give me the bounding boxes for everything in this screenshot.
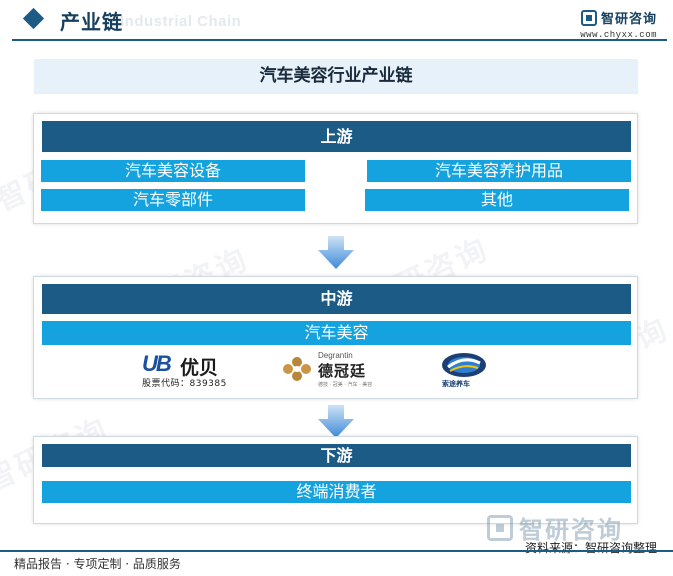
- upstream-item: 汽车美容设备: [41, 160, 305, 182]
- footer-tagline: 精品报告 · 专项定制 · 品质服务: [14, 557, 181, 571]
- diagram-title: 汽车美容行业产业链: [34, 59, 638, 94]
- footer-divider: [0, 550, 673, 552]
- header-bg-text: Industrial Chain: [120, 13, 242, 30]
- page-title: 产业链: [60, 10, 123, 34]
- page-header: Industrial Chain 产业链 智研咨询 www.chyxx.com: [0, 0, 673, 44]
- upstream-section: 上游 汽车美容设备 汽车美容养护用品 汽车零部件 其他: [33, 113, 638, 224]
- diamond-icon: [22, 7, 45, 30]
- third-company-logo: 索途养车: [434, 351, 494, 391]
- brand-block: 智研咨询 www.chyxx.com: [580, 8, 657, 40]
- degrantin-logo: Degrantin 德冠廷 德技 · 冠美 · 汽车 · 美容: [282, 351, 402, 391]
- upstream-item: 其他: [365, 189, 629, 211]
- down-arrow-icon: [318, 405, 354, 438]
- footer-brand-watermark: 智研咨询: [487, 510, 623, 545]
- brand-logo-icon: [487, 514, 513, 541]
- car-logo-icon: [442, 353, 486, 377]
- upstream-item: 汽车美容养护用品: [367, 160, 631, 182]
- brand-logo-icon: [580, 9, 597, 26]
- midstream-item: 汽车美容: [42, 321, 631, 345]
- downstream-item: 终端消费者: [42, 481, 631, 503]
- upstream-item: 汽车零部件: [41, 189, 305, 211]
- header-divider: [12, 39, 667, 41]
- company-logos: UB 优贝 股票代码：839385 Degrantin 德冠廷 德技 · 冠美 …: [134, 351, 534, 391]
- source-note: 资料来源：智研咨询整理: [524, 541, 657, 555]
- midstream-section: 中游 汽车美容 UB 优贝 股票代码：839385 Degrantin 德冠廷 …: [33, 276, 638, 399]
- down-arrow-icon: [318, 236, 354, 269]
- downstream-header: 下游: [42, 444, 631, 467]
- brand-name: 智研咨询: [600, 12, 657, 27]
- midstream-header: 中游: [42, 284, 631, 314]
- downstream-section: 下游 终端消费者: [33, 436, 638, 524]
- flower-icon: [283, 357, 311, 381]
- upstream-header: 上游: [42, 121, 631, 152]
- ub-logo: UB 优贝 股票代码：839385: [142, 351, 227, 389]
- brand-url: www.chyxx.com: [580, 30, 657, 40]
